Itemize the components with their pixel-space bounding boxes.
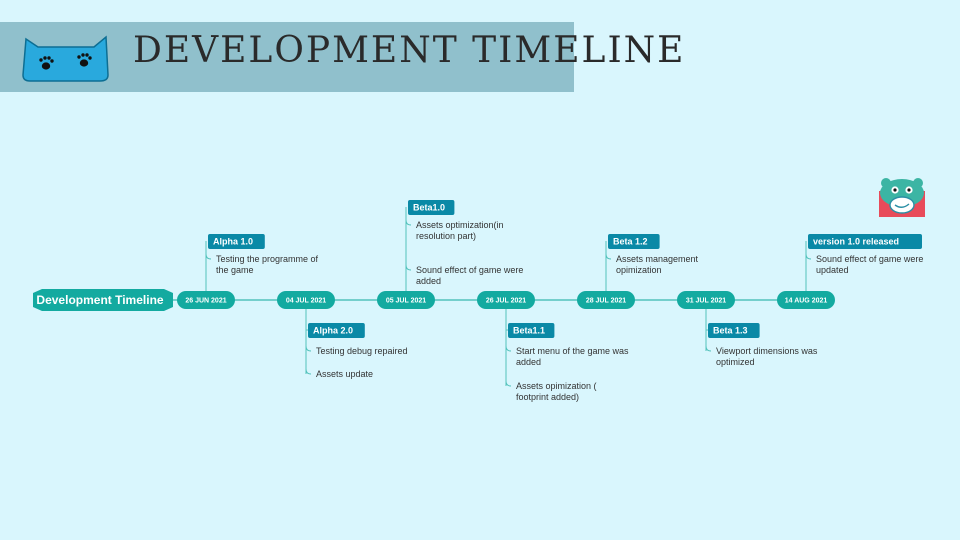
note-text: optimized (716, 357, 755, 367)
version-badge (608, 234, 660, 249)
date-pill (677, 291, 735, 309)
version-label: version 1.0 released (813, 237, 899, 247)
version-label: Beta 1.2 (613, 237, 648, 247)
page-title: DEVELOPMENT TIMELINE (133, 30, 686, 71)
date-label: 05 JUL 2021 (386, 298, 426, 305)
note-text: Viewport dimensions was (716, 346, 818, 356)
date-pill (377, 291, 435, 309)
note-connector (305, 345, 312, 352)
date-label: 31 JUL 2021 (686, 298, 726, 305)
date-label: 04 JUL 2021 (286, 298, 326, 305)
note-text: Sound effect of game were (416, 265, 523, 275)
note-text: added (416, 276, 441, 286)
note-text: resolution part) (416, 231, 476, 241)
version-badge (408, 200, 455, 215)
note-connector (705, 345, 712, 352)
note-text: Assets management (616, 254, 699, 264)
note-text: Assets update (316, 369, 373, 379)
note-connector (205, 253, 212, 260)
date-pill (177, 291, 235, 309)
note-text: Testing the programme of (216, 254, 319, 264)
note-connector (405, 264, 412, 271)
cat-paw-logo-icon (22, 35, 109, 82)
note-connector (805, 253, 812, 260)
version-badge (508, 323, 555, 338)
date-label: 28 JUL 2021 (586, 298, 626, 305)
version-badge (308, 323, 365, 338)
root-label: Development Timeline (36, 293, 163, 307)
version-badge (808, 234, 922, 249)
note-connector (605, 253, 612, 260)
note-connector (305, 368, 312, 375)
version-badge (708, 323, 760, 338)
note-text: Testing debug repaired (316, 346, 408, 356)
note-text: opimization (616, 265, 662, 275)
root-node (33, 289, 173, 311)
version-label: Alpha 1.0 (213, 237, 253, 247)
version-label: Beta 1.3 (713, 326, 748, 336)
date-label: 14 AUG 2021 (785, 298, 828, 305)
note-text: the game (216, 265, 254, 275)
note-connector (405, 219, 412, 226)
note-connector (505, 380, 512, 387)
date-pill (477, 291, 535, 309)
date-pill (577, 291, 635, 309)
version-badge (208, 234, 265, 249)
note-text: Assets optimization(in (416, 220, 504, 230)
mascot-icon (879, 178, 925, 217)
version-label: Beta1.0 (413, 203, 445, 213)
note-text: Sound effect of game were (816, 254, 923, 264)
note-text: Start menu of the game was (516, 346, 629, 356)
date-pill (277, 291, 335, 309)
date-label: 26 JUN 2021 (185, 298, 226, 305)
date-pill (777, 291, 835, 309)
date-label: 26 JUL 2021 (486, 298, 526, 305)
note-text: added (516, 357, 541, 367)
note-text: Assets opimization ( (516, 381, 597, 391)
note-text: updated (816, 265, 849, 275)
note-connector (505, 345, 512, 352)
version-label: Beta1.1 (513, 326, 545, 336)
note-text: footprint added) (516, 392, 579, 402)
version-label: Alpha 2.0 (313, 326, 353, 336)
